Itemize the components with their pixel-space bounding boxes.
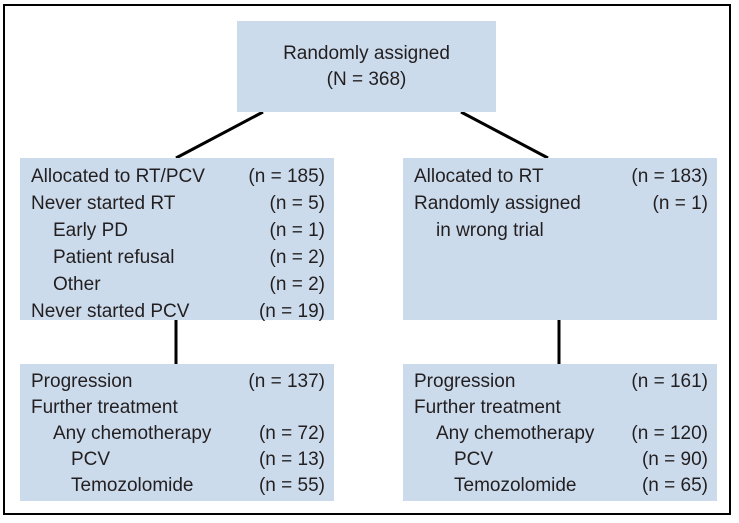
row-label: Any chemotherapy xyxy=(436,423,595,444)
flow-row: PCV (n = 13) xyxy=(31,447,325,473)
row-count: (n = 2) xyxy=(269,247,325,268)
row-label: Allocated to RT xyxy=(414,166,544,187)
flow-row: Further treatment xyxy=(414,395,708,421)
row-count: (n = 72) xyxy=(258,423,325,444)
figure-border xyxy=(3,4,731,515)
row-label: Further treatment xyxy=(414,397,561,418)
flow-row: Any chemotherapy (n = 120) xyxy=(414,421,708,447)
row-count: (n = 65) xyxy=(641,475,708,496)
row-label: Never started PCV xyxy=(31,301,190,322)
row-count: (n = 13) xyxy=(258,449,325,470)
randomized-box: Randomly assigned (N = 368) xyxy=(237,21,496,112)
flow-row: Allocated to RT/PCV (n = 185) xyxy=(31,163,325,190)
flow-row: Further treatment xyxy=(31,395,325,421)
row-count: (n = 1) xyxy=(652,193,708,214)
row-count: (n = 1) xyxy=(269,220,325,241)
flow-row: Patient refusal (n = 2) xyxy=(31,244,325,271)
flow-row: Early PD (n = 1) xyxy=(31,217,325,244)
row-label: Randomly assigned xyxy=(414,193,581,214)
row-label: Temozolomide xyxy=(71,475,194,496)
row-label: Any chemotherapy xyxy=(53,423,212,444)
row-label: Patient refusal xyxy=(53,247,175,268)
row-label: Early PD xyxy=(53,220,128,241)
randomized-box-line1: Randomly assigned xyxy=(283,42,450,64)
row-label: Further treatment xyxy=(31,397,178,418)
row-count: (n = 183) xyxy=(631,166,708,187)
rtpcv-outcome-box: Progression (n = 137) Further treatment … xyxy=(20,364,334,501)
row-count: (n = 5) xyxy=(269,193,325,214)
connector-top-to-right-arm xyxy=(460,110,549,160)
row-count: (n = 161) xyxy=(631,371,708,392)
rt-allocation-box: Allocated to RT (n = 183) Randomly assig… xyxy=(403,158,717,320)
flow-row: Progression (n = 137) xyxy=(31,369,325,395)
flow-row: Temozolomide (n = 55) xyxy=(31,473,325,499)
flow-row: Randomly assigned (n = 1) xyxy=(414,190,708,217)
row-label: Progression xyxy=(414,371,516,392)
row-count: (n = 185) xyxy=(248,166,325,187)
row-label: Progression xyxy=(31,371,133,392)
row-count: (n = 55) xyxy=(258,475,325,496)
row-label: in wrong trial xyxy=(436,220,544,241)
row-label: PCV xyxy=(454,449,494,470)
rtpcv-allocation-box: Allocated to RT/PCV (n = 185) Never star… xyxy=(20,158,334,322)
row-count: (n = 120) xyxy=(631,423,708,444)
flow-row: Never started PCV (n = 19) xyxy=(31,298,325,325)
flow-row: Never started RT (n = 5) xyxy=(31,190,325,217)
row-count: (n = 90) xyxy=(641,449,708,470)
row-label: Allocated to RT/PCV xyxy=(31,166,205,187)
flow-row: PCV (n = 90) xyxy=(414,447,708,473)
row-label: Temozolomide xyxy=(454,475,577,496)
flow-row: Progression (n = 161) xyxy=(414,369,708,395)
flow-row: in wrong trial xyxy=(414,217,708,244)
row-label: Never started RT xyxy=(31,193,176,214)
row-count: (n = 137) xyxy=(248,371,325,392)
connector-top-to-left-arm xyxy=(175,110,264,160)
row-count: (n = 2) xyxy=(269,274,325,295)
flow-row: Any chemotherapy (n = 72) xyxy=(31,421,325,447)
flow-row: Other (n = 2) xyxy=(31,271,325,298)
row-label: Other xyxy=(53,274,101,295)
flow-row: Allocated to RT (n = 183) xyxy=(414,163,708,190)
row-count: (n = 19) xyxy=(258,301,325,322)
randomized-box-line2: (N = 368) xyxy=(326,68,407,90)
row-label: PCV xyxy=(71,449,111,470)
rt-outcome-box: Progression (n = 161) Further treatment … xyxy=(403,364,717,501)
flow-row: Temozolomide (n = 65) xyxy=(414,473,708,499)
